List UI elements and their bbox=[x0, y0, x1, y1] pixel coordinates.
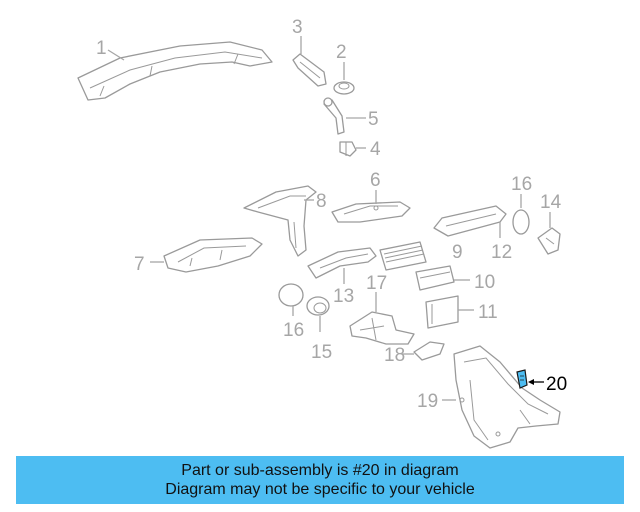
callout-16a: 16 bbox=[511, 174, 532, 195]
callout-18: 18 bbox=[384, 345, 405, 366]
leader-1 bbox=[107, 49, 125, 61]
part-9-vent bbox=[379, 241, 427, 271]
part-11-vent bbox=[425, 295, 459, 329]
callout-14: 14 bbox=[540, 192, 562, 213]
callout-12: 12 bbox=[491, 242, 512, 263]
part-20-clip-highlighted[interactable] bbox=[516, 369, 528, 389]
callout-20: 20 bbox=[546, 374, 567, 395]
part-15-vent bbox=[306, 296, 330, 316]
banner-line-1: Part or sub-assembly is #20 in diagram bbox=[181, 462, 459, 479]
leader-20-arrowhead bbox=[528, 379, 534, 385]
callout-2: 2 bbox=[336, 42, 347, 63]
callout-15: 15 bbox=[311, 342, 332, 363]
callout-6: 6 bbox=[370, 170, 381, 191]
callout-16b: 16 bbox=[283, 320, 304, 341]
parts-diagram: 1 3 2 5 4 6 8 7 bbox=[77, 17, 567, 449]
callout-1: 1 bbox=[96, 38, 107, 59]
part-16-vent-upper bbox=[512, 209, 530, 235]
part-12-duct bbox=[433, 205, 507, 237]
callout-10: 10 bbox=[474, 272, 495, 293]
part-16-vent-lower bbox=[278, 283, 304, 307]
part-19-floor-duct bbox=[453, 345, 561, 449]
callout-7: 7 bbox=[134, 254, 145, 275]
callout-17: 17 bbox=[366, 273, 387, 294]
part-8-duct bbox=[243, 185, 317, 257]
callout-4: 4 bbox=[370, 139, 381, 160]
part-17-duct bbox=[349, 311, 415, 345]
callout-5: 5 bbox=[368, 109, 379, 130]
part-10-vent bbox=[415, 265, 455, 291]
callout-11: 11 bbox=[478, 302, 498, 323]
callout-9: 9 bbox=[452, 242, 463, 263]
part-14-vent bbox=[537, 227, 561, 255]
callout-3: 3 bbox=[292, 17, 303, 38]
part-6-duct bbox=[331, 201, 411, 223]
part-4-clip bbox=[339, 141, 357, 157]
part-2-grommet bbox=[333, 81, 355, 95]
part-5-hose bbox=[323, 97, 345, 135]
callout-19: 19 bbox=[417, 391, 438, 412]
callout-8: 8 bbox=[316, 191, 327, 212]
callout-13: 13 bbox=[333, 286, 354, 307]
part-7-duct bbox=[163, 237, 263, 273]
banner-line-2: Diagram may not be specific to your vehi… bbox=[165, 481, 475, 498]
info-banner: Part or sub-assembly is #20 in diagram D… bbox=[16, 456, 624, 504]
part-3-duct bbox=[292, 53, 327, 87]
part-13-duct bbox=[307, 247, 377, 279]
part-1-duct bbox=[77, 41, 273, 101]
part-18-vent bbox=[413, 341, 445, 361]
